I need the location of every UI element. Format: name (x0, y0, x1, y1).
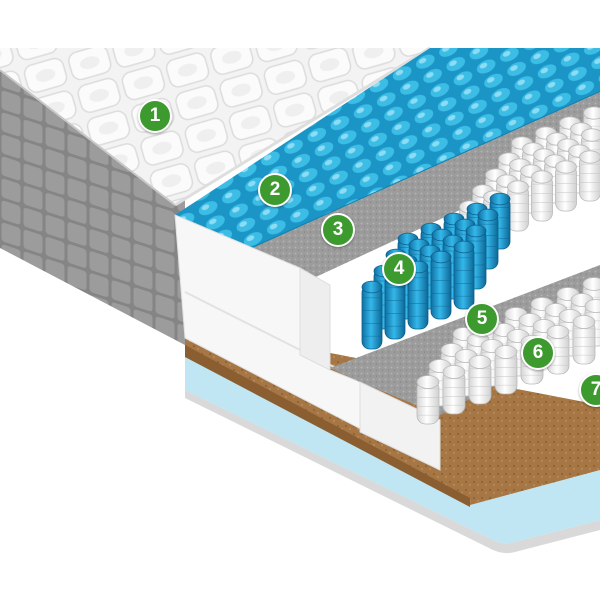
layer-badge-3: 3 (321, 213, 355, 247)
quilted-top (0, 48, 430, 205)
white-spring-coil (442, 365, 466, 415)
side-fabric (0, 65, 185, 345)
white-spring-coil (531, 170, 553, 222)
layer-badge-2: 2 (258, 173, 292, 207)
white-spring-coil (416, 375, 440, 425)
white-spring-coil (555, 160, 577, 212)
blue-spring-coil (453, 240, 475, 310)
white-spring-coil (572, 315, 596, 365)
layer-badge-4: 4 (382, 252, 416, 286)
white-springs-lower (416, 277, 600, 425)
base-layer-edge (185, 390, 600, 554)
white-spring-coil (579, 150, 600, 202)
blue-springs (361, 192, 511, 350)
white-spring-coil (494, 345, 518, 395)
white-spring-coil (546, 325, 570, 375)
layer-badge-7: 7 (579, 373, 600, 407)
blue-spring-coil (361, 280, 383, 350)
white-spring-coil (507, 180, 529, 232)
layer-badge-6: 6 (521, 336, 555, 370)
white-spring-coil (468, 355, 492, 405)
coconut-layer-front (185, 345, 470, 507)
layer-badge-1: 1 (138, 99, 172, 133)
layer-badge-5: 5 (465, 302, 499, 336)
blue-spring-coil (430, 250, 452, 320)
